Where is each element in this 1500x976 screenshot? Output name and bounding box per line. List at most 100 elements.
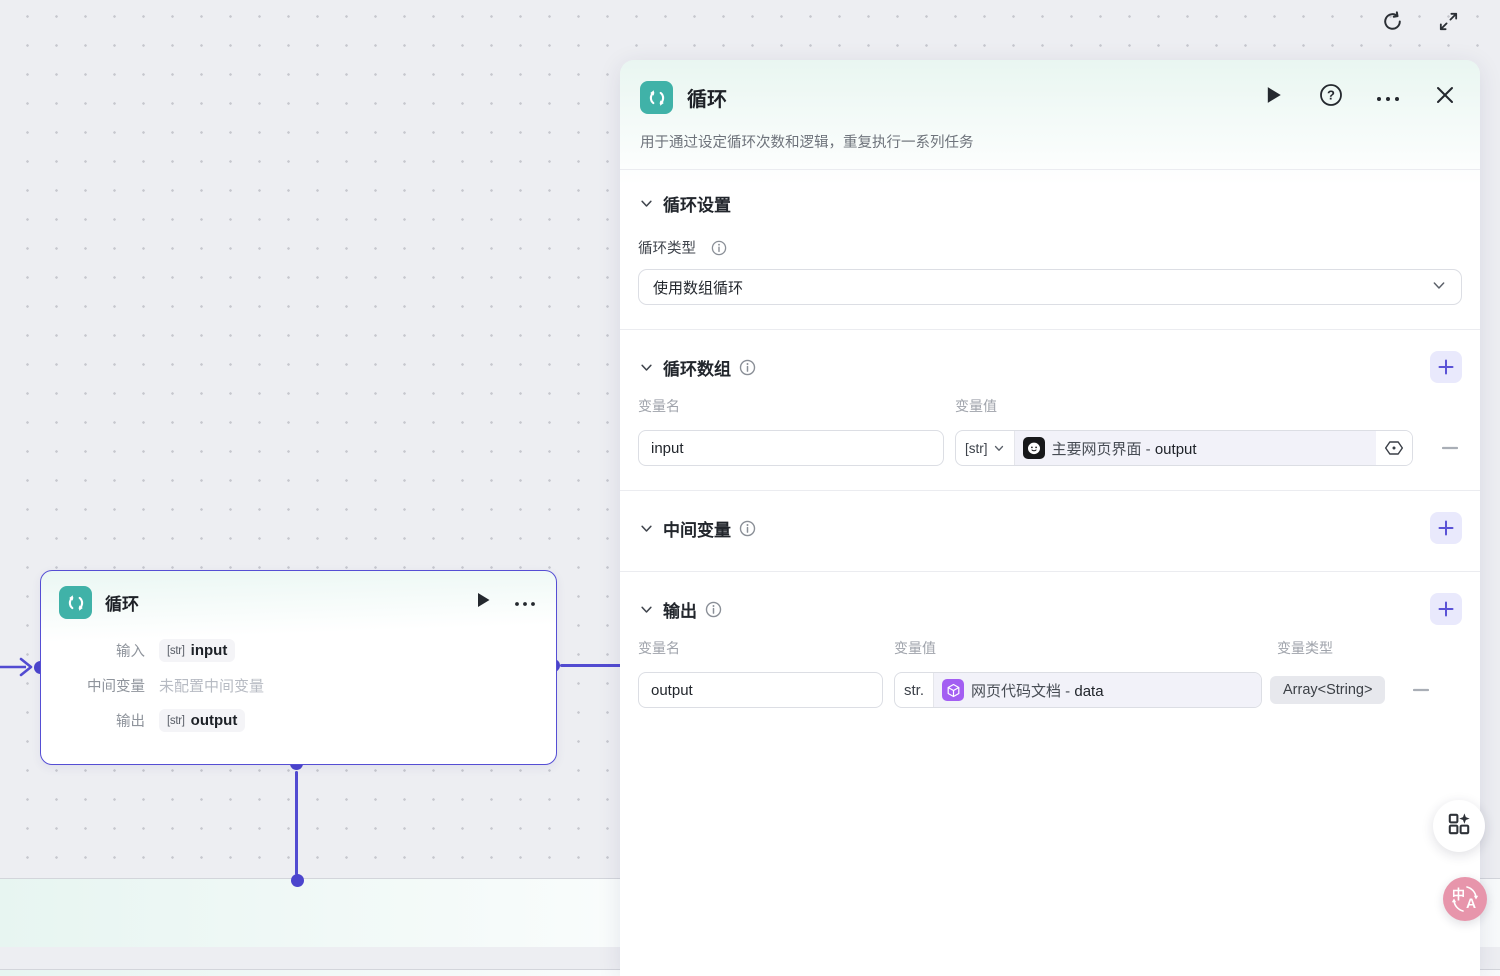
play-icon (476, 592, 491, 613)
col-variable-name: 变量名 (638, 640, 680, 656)
section-output: 输出 变量名 变量值 变量类型 str. (620, 593, 1480, 732)
node-config-panel: 循环 ? (620, 60, 1480, 976)
value-type-tag: [str] (965, 440, 988, 456)
ref-node-name: 主要网页界面 - (1051, 440, 1155, 458)
node-output-value: output (190, 712, 238, 729)
section-title: 循环数组 (663, 359, 731, 379)
node-mid-label: 中间变量 (87, 679, 145, 695)
panel-run-button[interactable] (1259, 83, 1289, 113)
plus-icon (1438, 601, 1454, 617)
add-variable-button[interactable] (1430, 512, 1462, 544)
node-input-value: input (190, 642, 228, 659)
source-node-icon (1022, 437, 1045, 459)
help-icon: ? (1318, 82, 1344, 113)
divider (620, 571, 1480, 572)
variable-type-badge: Array<String> (1270, 676, 1386, 704)
value-type-tag: str. (904, 681, 925, 699)
loop-node-icon (59, 586, 92, 619)
plus-icon (1438, 520, 1454, 536)
section-loop-settings-header[interactable]: 循环设置 (638, 191, 1462, 216)
plus-icon (1438, 359, 1454, 375)
panel-more-button[interactable] (1373, 83, 1403, 113)
col-variable-name: 变量名 (638, 398, 680, 414)
type-tag: [str] (167, 644, 185, 657)
variable-reference-chip[interactable]: 网页代码文档 - data (934, 673, 1261, 707)
section-output-header[interactable]: 输出 (638, 593, 1462, 625)
divider (620, 169, 1480, 170)
chevron-down-icon (638, 196, 654, 212)
translate-en-glyph: A (1466, 895, 1477, 911)
section-loop-settings: 循环设置 循环类型 使用数组循环 (620, 191, 1480, 329)
section-title: 循环设置 (663, 196, 731, 215)
ellipsis-icon (514, 594, 536, 612)
output-name-input[interactable] (638, 672, 883, 708)
node-more-button[interactable] (512, 590, 538, 616)
chevron-down-icon (1431, 277, 1447, 298)
panel-header: 循环 ? (620, 60, 1480, 152)
minus-icon (1413, 688, 1430, 692)
loop-panel-icon (640, 81, 673, 114)
panel-help-button[interactable]: ? (1316, 83, 1346, 113)
section-title: 输出 (663, 601, 697, 621)
grid-sparkle-icon (1446, 811, 1472, 842)
refresh-icon (1380, 9, 1405, 39)
chevron-down-icon (638, 601, 654, 617)
source-node-icon (942, 679, 965, 701)
node-input-chip: [str] input (159, 639, 236, 662)
value-type-dropdown[interactable]: [str] (956, 431, 1015, 465)
add-variable-button[interactable] (1430, 351, 1462, 383)
section-intermediate-header[interactable]: 中间变量 (638, 512, 1462, 544)
canvas-toolbar (1378, 10, 1462, 38)
label-text: 循环类型 (638, 241, 696, 257)
panel-description: 用于通过设定循环次数和逻辑，重复执行一系列任务 (640, 135, 974, 151)
variable-reference-chip[interactable]: 主要网页界面 - output (1014, 431, 1376, 465)
node-output-chip: [str] output (159, 709, 246, 732)
panel-close-button[interactable] (1430, 83, 1460, 113)
section-loop-array-header[interactable]: 循环数组 (638, 351, 1462, 383)
col-variable-value: 变量值 (955, 398, 997, 414)
divider (620, 490, 1480, 491)
translate-zh-glyph: 中 (1452, 887, 1466, 902)
node-run-button[interactable] (470, 590, 496, 616)
value-type-tag-wrap[interactable]: str. (895, 673, 935, 707)
ref-node-name: 网页代码文档 - (971, 682, 1075, 700)
translate-fab-button[interactable]: 中 A (1443, 877, 1487, 921)
value-settings-button[interactable] (1376, 431, 1412, 465)
node-title: 循环 (105, 595, 139, 614)
loop-type-select[interactable]: 使用数组循环 (638, 269, 1462, 305)
incoming-edge-arrow (0, 657, 33, 677)
section-intermediate: 中间变量 (620, 512, 1480, 571)
divider (620, 329, 1480, 330)
minus-icon (1442, 446, 1458, 450)
col-variable-value: 变量值 (894, 640, 936, 656)
loop-body-port[interactable] (291, 874, 304, 887)
info-icon[interactable] (705, 601, 722, 618)
ellipsis-icon (1376, 89, 1400, 107)
ref-field-name: output (1154, 440, 1197, 458)
expand-button[interactable] (1434, 10, 1462, 38)
add-output-button[interactable] (1430, 593, 1462, 625)
refresh-button[interactable] (1378, 10, 1406, 38)
info-icon[interactable] (711, 240, 727, 256)
remove-output-button[interactable] (1409, 678, 1433, 702)
loop-type-value: 使用数组循环 (653, 279, 744, 297)
chevron-down-icon (638, 359, 654, 375)
node-mid-value: 未配置中间变量 (159, 678, 265, 695)
play-icon (1266, 86, 1282, 109)
outgoing-edge (560, 664, 622, 667)
close-icon (1435, 85, 1455, 110)
remove-variable-button[interactable] (1438, 436, 1462, 460)
components-fab-button[interactable] (1433, 800, 1485, 852)
chevron-down-icon (638, 520, 654, 536)
loop-node-card[interactable]: 循环 输入 [str] input 中间变量 未配置中间变量 输出 [str] … (40, 570, 557, 765)
info-icon[interactable] (739, 520, 756, 537)
col-variable-type: 变量类型 (1277, 640, 1333, 656)
loop-body-edge (295, 771, 298, 875)
expand-icon (1437, 10, 1460, 38)
variable-name-input[interactable] (638, 430, 944, 466)
output-row: str. 网页代码文档 - data Array<String> (638, 672, 1462, 732)
svg-text:?: ? (1327, 88, 1335, 103)
section-loop-array: 循环数组 变量名 变量值 [str] (620, 351, 1480, 490)
info-icon[interactable] (739, 359, 756, 376)
node-output-label: 输出 (116, 714, 145, 730)
